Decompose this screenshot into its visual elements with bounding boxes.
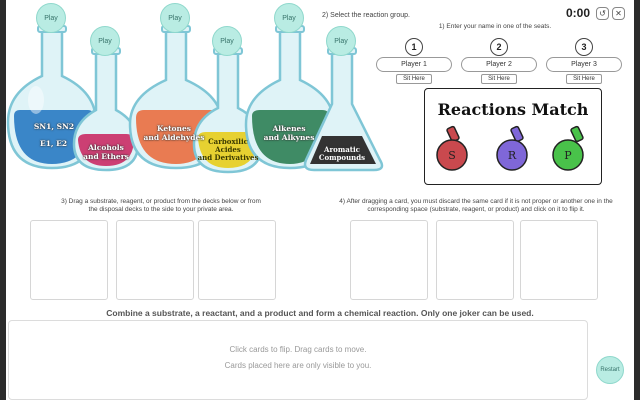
flask-label-line: Aromatic — [324, 145, 360, 154]
discard-slot-reagent[interactable] — [436, 220, 514, 300]
flask-group — [6, 25, 384, 174]
flask-label-line: Compounds — [318, 153, 366, 162]
sit-here-button[interactable]: Sit Here — [396, 74, 432, 84]
flask-label-sn: SN1, SN2 E1, E2 — [22, 122, 86, 148]
undo-icon[interactable]: ↺ — [596, 7, 609, 20]
flask-label-line: E1, E2 — [40, 139, 68, 148]
logo-flask-p: P — [552, 125, 584, 171]
private-card-slot-3[interactable] — [198, 220, 276, 300]
player-seat-2: 2 Player 2 Sit Here — [461, 38, 537, 84]
flask-label-alcohols: Alcohols and Ethers — [76, 143, 136, 161]
logo-letter-p: P — [564, 149, 572, 162]
logo-flask-s: S — [436, 125, 468, 171]
flask-label-line: and Ethers — [83, 152, 129, 161]
step-discard: 4) After dragging a card, you must disca… — [339, 198, 613, 213]
flask-label-line: SN1, SN2 — [33, 122, 75, 131]
rules-instruction: Combine a substrate, a reactant, and a p… — [106, 308, 534, 318]
player-seat-1: 1 Player 1 Sit Here — [376, 38, 452, 84]
hand-hint-2: Cards placed here are only visible to yo… — [224, 361, 372, 370]
flask-label-line: and Alkynes — [263, 133, 315, 142]
flask-label-line: Acides — [215, 145, 241, 154]
player-name-field[interactable]: Player 2 — [461, 57, 537, 72]
logo-flask-r: R — [496, 125, 528, 171]
reactions-match-logo: Reactions Match S R P — [424, 88, 602, 185]
discard-slot-product[interactable] — [520, 220, 598, 300]
flask-label-line: and Aldehydes — [143, 133, 205, 142]
step-drag-cards: 3) Drag a substrate, reagent, or product… — [61, 198, 261, 213]
logo-letter-r: R — [508, 149, 517, 162]
flask-label-line: Carboxilic — [208, 137, 248, 146]
player-seat-3: 3 Player 3 Sit Here — [546, 38, 622, 84]
logo-letter-s: S — [448, 149, 456, 162]
player-name-field[interactable]: Player 1 — [376, 57, 452, 72]
play-button-alkenes[interactable]: Play — [274, 3, 304, 33]
timer: 0:00 — [565, 6, 590, 20]
flask-label-ketones: Ketones and Aldehydes — [134, 124, 214, 142]
player-number: 2 — [490, 38, 508, 56]
logo-flasks: S R P — [436, 125, 584, 171]
discard-slot-substrate[interactable] — [350, 220, 428, 300]
sit-here-button[interactable]: Sit Here — [481, 74, 517, 84]
flask-label-carboxilic: Carboxilic Acides and Derivatives — [196, 138, 260, 162]
play-button-sn[interactable]: Play — [36, 3, 66, 33]
private-card-slot-1[interactable] — [30, 220, 108, 300]
logo-title: Reactions Match — [437, 100, 589, 119]
step-select-group: 2) Select the reaction group. — [322, 12, 410, 19]
play-button-alcohols[interactable]: Play — [90, 26, 120, 56]
play-button-aromatic[interactable]: Play — [326, 26, 356, 56]
step-enter-name: 1) Enter your name in one of the seats. — [438, 23, 552, 30]
flask-label-line: and Derivatives — [197, 153, 259, 162]
flask-label-line: Alkenes — [272, 124, 306, 133]
restart-button[interactable]: Restart — [596, 356, 624, 384]
private-hand-area[interactable]: Click cards to flip. Drag cards to move.… — [8, 320, 588, 400]
hand-hint-1: Click cards to flip. Drag cards to move. — [229, 345, 367, 354]
player-name-field[interactable]: Player 3 — [546, 57, 622, 72]
player-number: 1 — [405, 38, 423, 56]
play-button-carboxilic[interactable]: Play — [212, 26, 242, 56]
sit-here-button[interactable]: Sit Here — [566, 74, 602, 84]
private-card-slot-2[interactable] — [116, 220, 194, 300]
flask-label-aromatic: Aromatic Compounds — [310, 146, 374, 162]
flask-label-line: Ketones — [156, 124, 192, 133]
close-icon[interactable]: ✕ — [612, 7, 625, 20]
game-stage: Play Play Play Play Play Play SN1, SN2 E… — [6, 0, 634, 400]
player-number: 3 — [575, 38, 593, 56]
flask-label-line: Alcohols — [88, 143, 124, 152]
play-button-ketones[interactable]: Play — [160, 3, 190, 33]
flask-label-alkenes: Alkenes and Alkynes — [254, 124, 324, 142]
